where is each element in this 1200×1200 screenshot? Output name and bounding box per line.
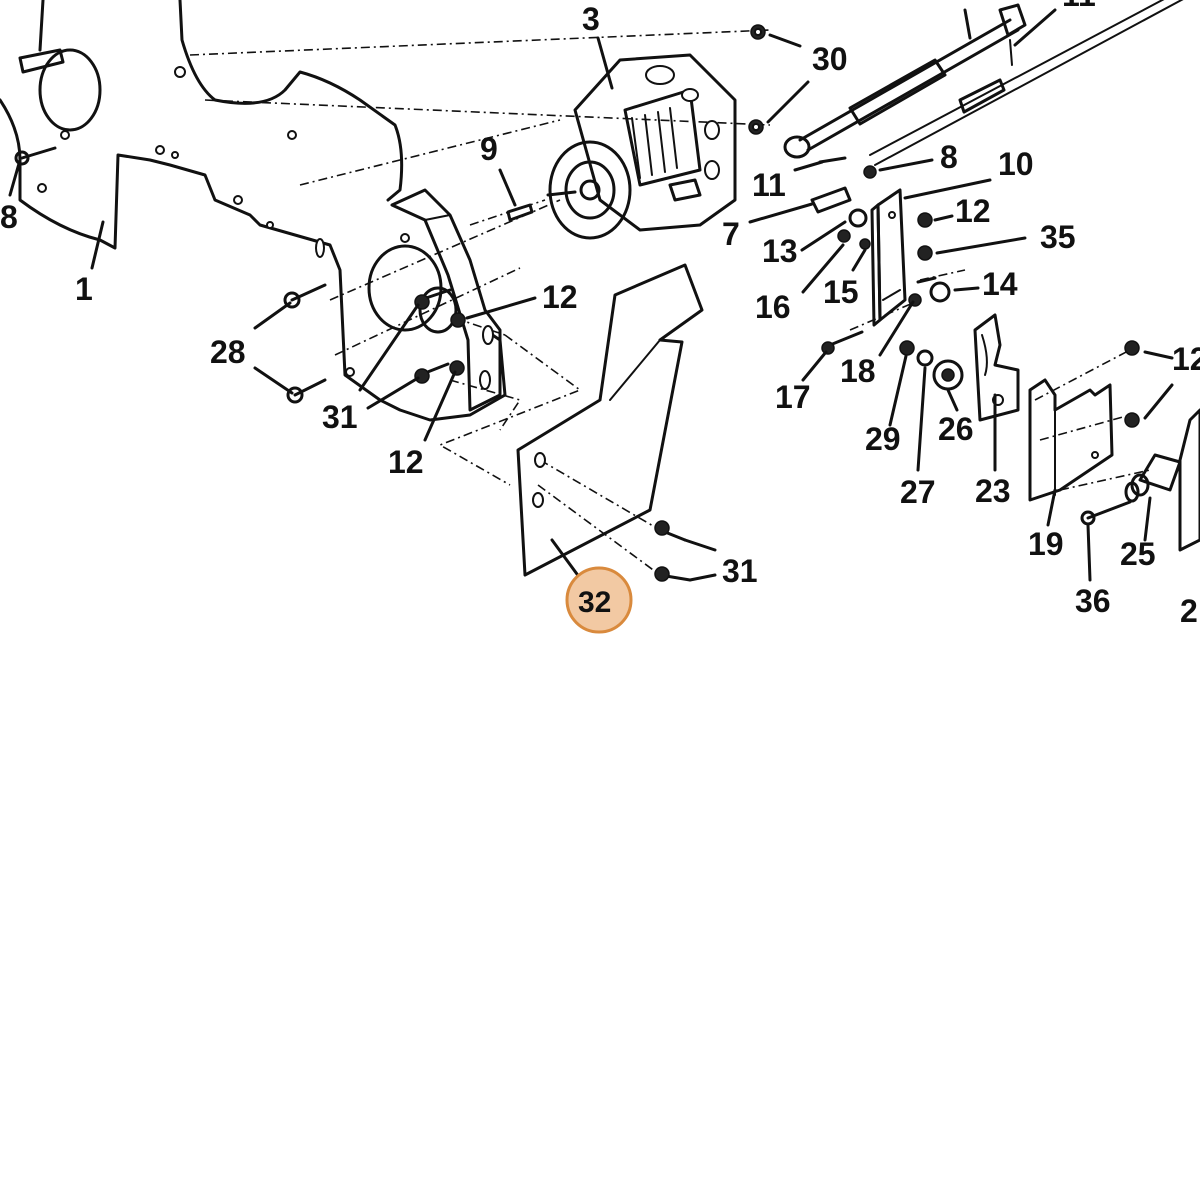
- callout-32: 32: [578, 586, 611, 619]
- callout-25: 25: [1120, 536, 1156, 572]
- callout-7: 7: [722, 216, 740, 252]
- callout-31-shield: 31: [722, 553, 758, 589]
- frame-plate-part: [0, 0, 507, 422]
- callout-27: 27: [900, 474, 936, 510]
- callout-12-lower: 12: [388, 444, 424, 480]
- callout-labels: 1 3 7 8 8 9 10 11 12 12 12 12 13 14 15 1…: [0, 0, 1200, 629]
- callout-16: 16: [755, 289, 791, 325]
- support-bracket-part: [1028, 378, 1114, 502]
- callout-8-left: 8: [0, 199, 18, 235]
- callout-1: 1: [75, 271, 93, 307]
- callout-23: 23: [975, 473, 1011, 509]
- callout-14: 14: [982, 266, 1018, 302]
- right-edge-bracket-part: [1178, 408, 1200, 552]
- hydraulic-pump-part: [546, 53, 737, 240]
- callout-12-edge: 12: [1172, 341, 1200, 377]
- bushing-part: [1130, 453, 1182, 497]
- callout-36: 36: [1075, 583, 1111, 619]
- callout-28: 28: [210, 334, 246, 370]
- highlight-circle: [565, 566, 633, 634]
- mount-bracket-part: [390, 188, 502, 412]
- callout-18: 18: [840, 353, 876, 389]
- callout-31-plate: 31: [322, 399, 358, 435]
- callout-12-right: 12: [955, 193, 991, 229]
- callout-11-top: 11: [1062, 0, 1096, 13]
- shield-plate-part: [516, 263, 704, 577]
- callout-35: 35: [1040, 219, 1076, 255]
- callout-13: 13: [762, 233, 798, 269]
- callout-12-plate: 12: [542, 279, 578, 315]
- callout-19: 19: [1028, 526, 1064, 562]
- callout-29: 29: [865, 421, 901, 457]
- callout-10: 10: [998, 146, 1034, 182]
- callout-9: 9: [480, 131, 498, 167]
- control-bracket-part: [870, 188, 907, 327]
- callout-26: 26: [938, 411, 974, 447]
- linkage-rods-part: [783, 0, 1184, 166]
- callout-15: 15: [823, 274, 859, 310]
- callout-30: 30: [812, 41, 848, 77]
- callout-2-edge: 2: [1180, 593, 1198, 629]
- callout-8-right: 8: [940, 139, 958, 175]
- callout-11: 11: [752, 167, 786, 203]
- key-part: [506, 203, 534, 222]
- callout-17: 17: [775, 379, 811, 415]
- leader-lines: [8, 0, 1174, 587]
- callout-3: 3: [582, 1, 600, 37]
